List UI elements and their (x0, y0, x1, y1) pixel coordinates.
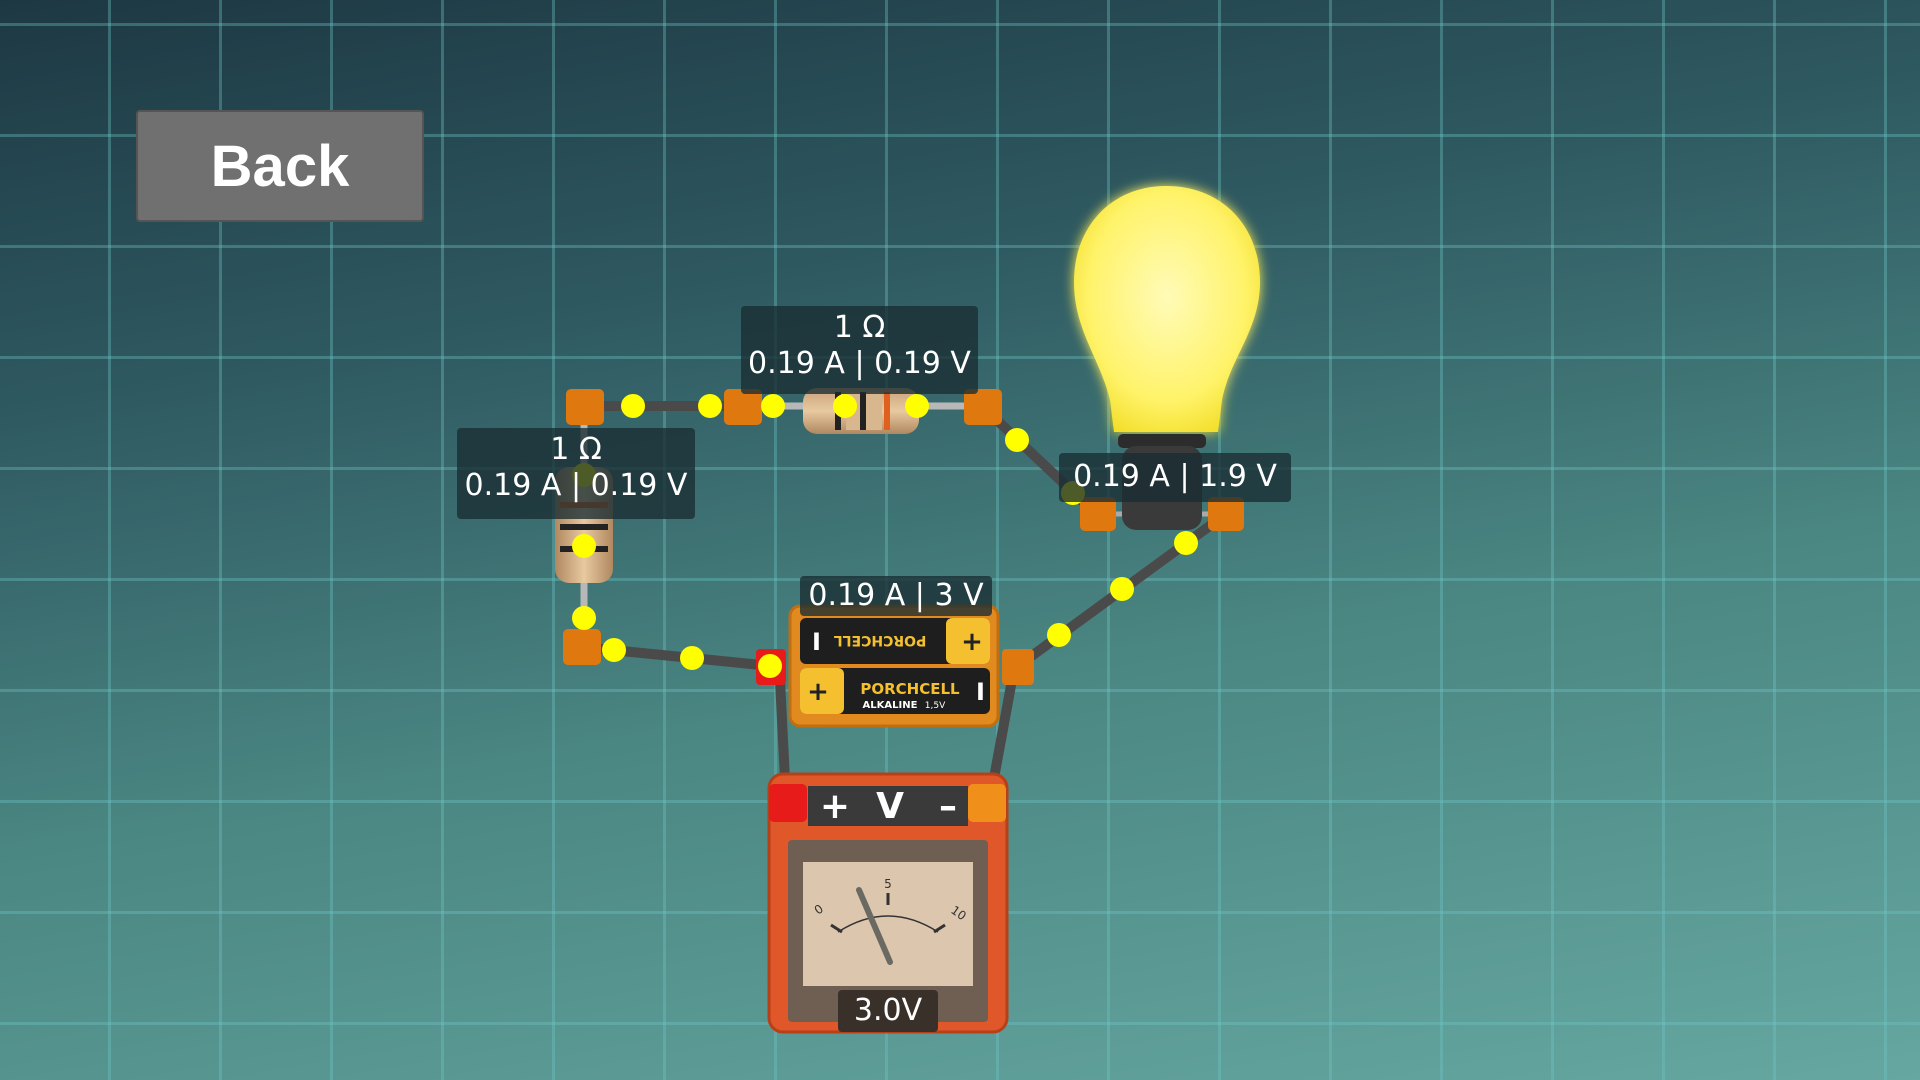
resistor-top-resistance: 1 Ω (833, 310, 886, 345)
svg-text:–: – (939, 786, 957, 827)
node-bottom-left[interactable] (563, 629, 601, 665)
svg-text:1,5V: 1,5V (925, 701, 946, 711)
bulb-glass-icon (1074, 186, 1260, 432)
resistor-left-label: 1 Ω 0.19 A | 0.19 V (457, 428, 695, 519)
gauge-needle (856, 887, 893, 965)
svg-text:I: I (976, 678, 985, 706)
battery-terminal-positive[interactable] (1002, 649, 1034, 685)
battery-label: 0.19 A | 3 V (800, 576, 992, 616)
resistor-top-label: 1 Ω 0.19 A | 0.19 V (741, 306, 978, 394)
svg-text:V: V (876, 786, 904, 827)
svg-text:PORCHCELL: PORCHCELL (834, 632, 927, 648)
resistor-left-resistance: 1 Ω (550, 432, 602, 467)
resistor-left-reading: 0.19 A | 0.19 V (464, 468, 688, 503)
node-bulb-left[interactable] (1080, 497, 1116, 531)
bulb-label: 0.19 A | 1.9 V (1059, 453, 1291, 502)
svg-text:+: + (807, 677, 829, 707)
voltmeter-readout: 3.0V (838, 990, 938, 1032)
resistor-top-reading: 0.19 A | 0.19 V (748, 346, 971, 381)
node-bulb-right[interactable] (1208, 497, 1244, 531)
nodes[interactable] (563, 389, 1244, 822)
battery-reading: 0.19 A | 3 V (808, 578, 984, 613)
voltmeter[interactable]: + V – 0 5 10 (767, 772, 1009, 1034)
voltmeter-terminal-plus[interactable] (769, 784, 807, 822)
back-button[interactable]: Back (136, 110, 424, 222)
svg-text:ALKALINE: ALKALINE (863, 700, 918, 711)
svg-text:I: I (812, 628, 821, 656)
svg-text:+: + (961, 627, 983, 657)
svg-text:+: + (820, 786, 850, 827)
gauge-face (803, 862, 973, 986)
voltmeter-terminal-minus[interactable] (968, 784, 1006, 822)
bulb-reading: 0.19 A | 1.9 V (1073, 459, 1277, 494)
node-resistor-top-right[interactable] (964, 389, 1002, 425)
svg-text:PORCHCELL: PORCHCELL (860, 680, 960, 698)
node-resistor-top-left[interactable] (724, 389, 762, 425)
node-top-left[interactable] (566, 389, 604, 425)
battery-pack[interactable]: + I PORCHCELL + I PORCHCELL ALKALINE 1,5… (788, 604, 1000, 728)
svg-text:5: 5 (884, 877, 892, 891)
